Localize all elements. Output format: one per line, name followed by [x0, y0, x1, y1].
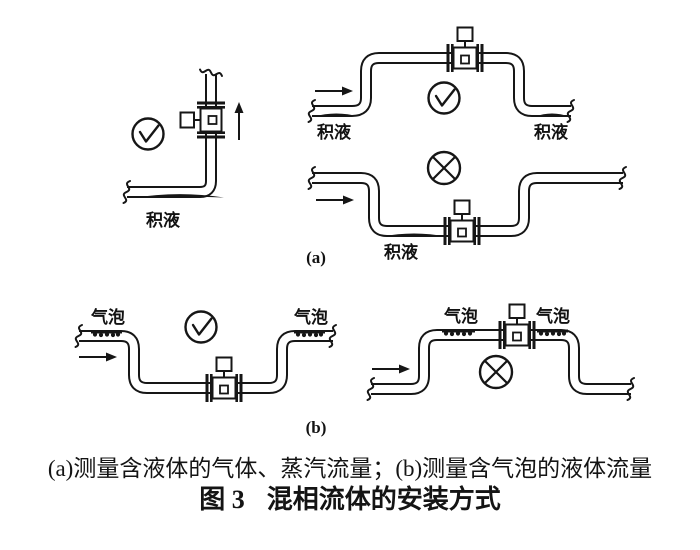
flow-right-arrow-icon	[315, 194, 355, 206]
figure-title-text: 混相流体的安装方式	[266, 485, 501, 514]
cross-circle-icon	[478, 354, 514, 390]
gas-bubbles	[91, 330, 122, 338]
flow-right-arrow-icon	[314, 85, 354, 97]
panel-a-tag: (a)	[306, 248, 326, 267]
gas-bubbles	[537, 329, 568, 337]
bubble-label: 气泡	[90, 307, 125, 327]
pipe-break-icon	[626, 377, 635, 401]
config-vertical-riser: 积液	[122, 68, 245, 230]
liquid-accumulation	[133, 194, 224, 198]
flowmeter-icon	[442, 199, 482, 246]
liquid-accumulation	[382, 233, 446, 237]
flowmeter-icon	[445, 26, 485, 73]
bubble-label: 气泡	[293, 307, 328, 327]
accumulation-label: 积液	[146, 210, 180, 230]
pipe-break-icon	[566, 99, 575, 123]
config-dipped-pipe-correct: 气泡 气泡	[74, 307, 337, 403]
pipe-break-icon	[328, 324, 337, 348]
flowmeter-icon	[497, 303, 537, 350]
liquid-accumulation	[314, 113, 359, 117]
liquid-accumulation	[535, 113, 569, 117]
pipe-break-icon	[618, 166, 627, 190]
accumulation-label: 积液	[534, 122, 568, 142]
panel-a: 积液 积液 积液	[122, 26, 627, 267]
config-raised-pipe-correct: 积液 积液	[307, 26, 575, 142]
gas-bubbles	[442, 329, 475, 337]
panel-b: 气泡 气泡	[74, 303, 635, 437]
bubble-label: 气泡	[535, 306, 570, 326]
panel-b-tag: (b)	[306, 418, 327, 437]
check-circle-icon	[184, 310, 218, 344]
gas-bubbles	[294, 330, 325, 338]
flow-right-arrow-icon	[371, 363, 411, 375]
figure-subcaption: (a)测量含液体的气体、蒸汽流量；(b)测量含气泡的液体流量	[47, 456, 653, 481]
flow-right-arrow-icon	[78, 351, 118, 363]
accumulation-label: 积液	[384, 242, 418, 262]
flow-up-arrow-icon	[233, 101, 245, 141]
piping-installation-diagram: 积液 积液 积液	[74, 26, 635, 437]
bubble-label: 气泡	[443, 306, 478, 326]
config-raised-pipe-incorrect: 气泡 气泡	[366, 303, 635, 401]
cross-circle-icon	[426, 150, 462, 186]
check-circle-icon	[427, 81, 461, 115]
figure-title: 图 3 混相流体的安装方式	[0, 483, 700, 517]
check-circle-icon	[131, 117, 165, 151]
flowmeter-icon	[204, 356, 244, 403]
figure-number: 图 3	[199, 485, 245, 514]
config-dipped-pipe-incorrect: 积液	[307, 150, 627, 262]
flowmeter-icon	[179, 100, 226, 140]
accumulation-label: 积液	[317, 122, 351, 142]
